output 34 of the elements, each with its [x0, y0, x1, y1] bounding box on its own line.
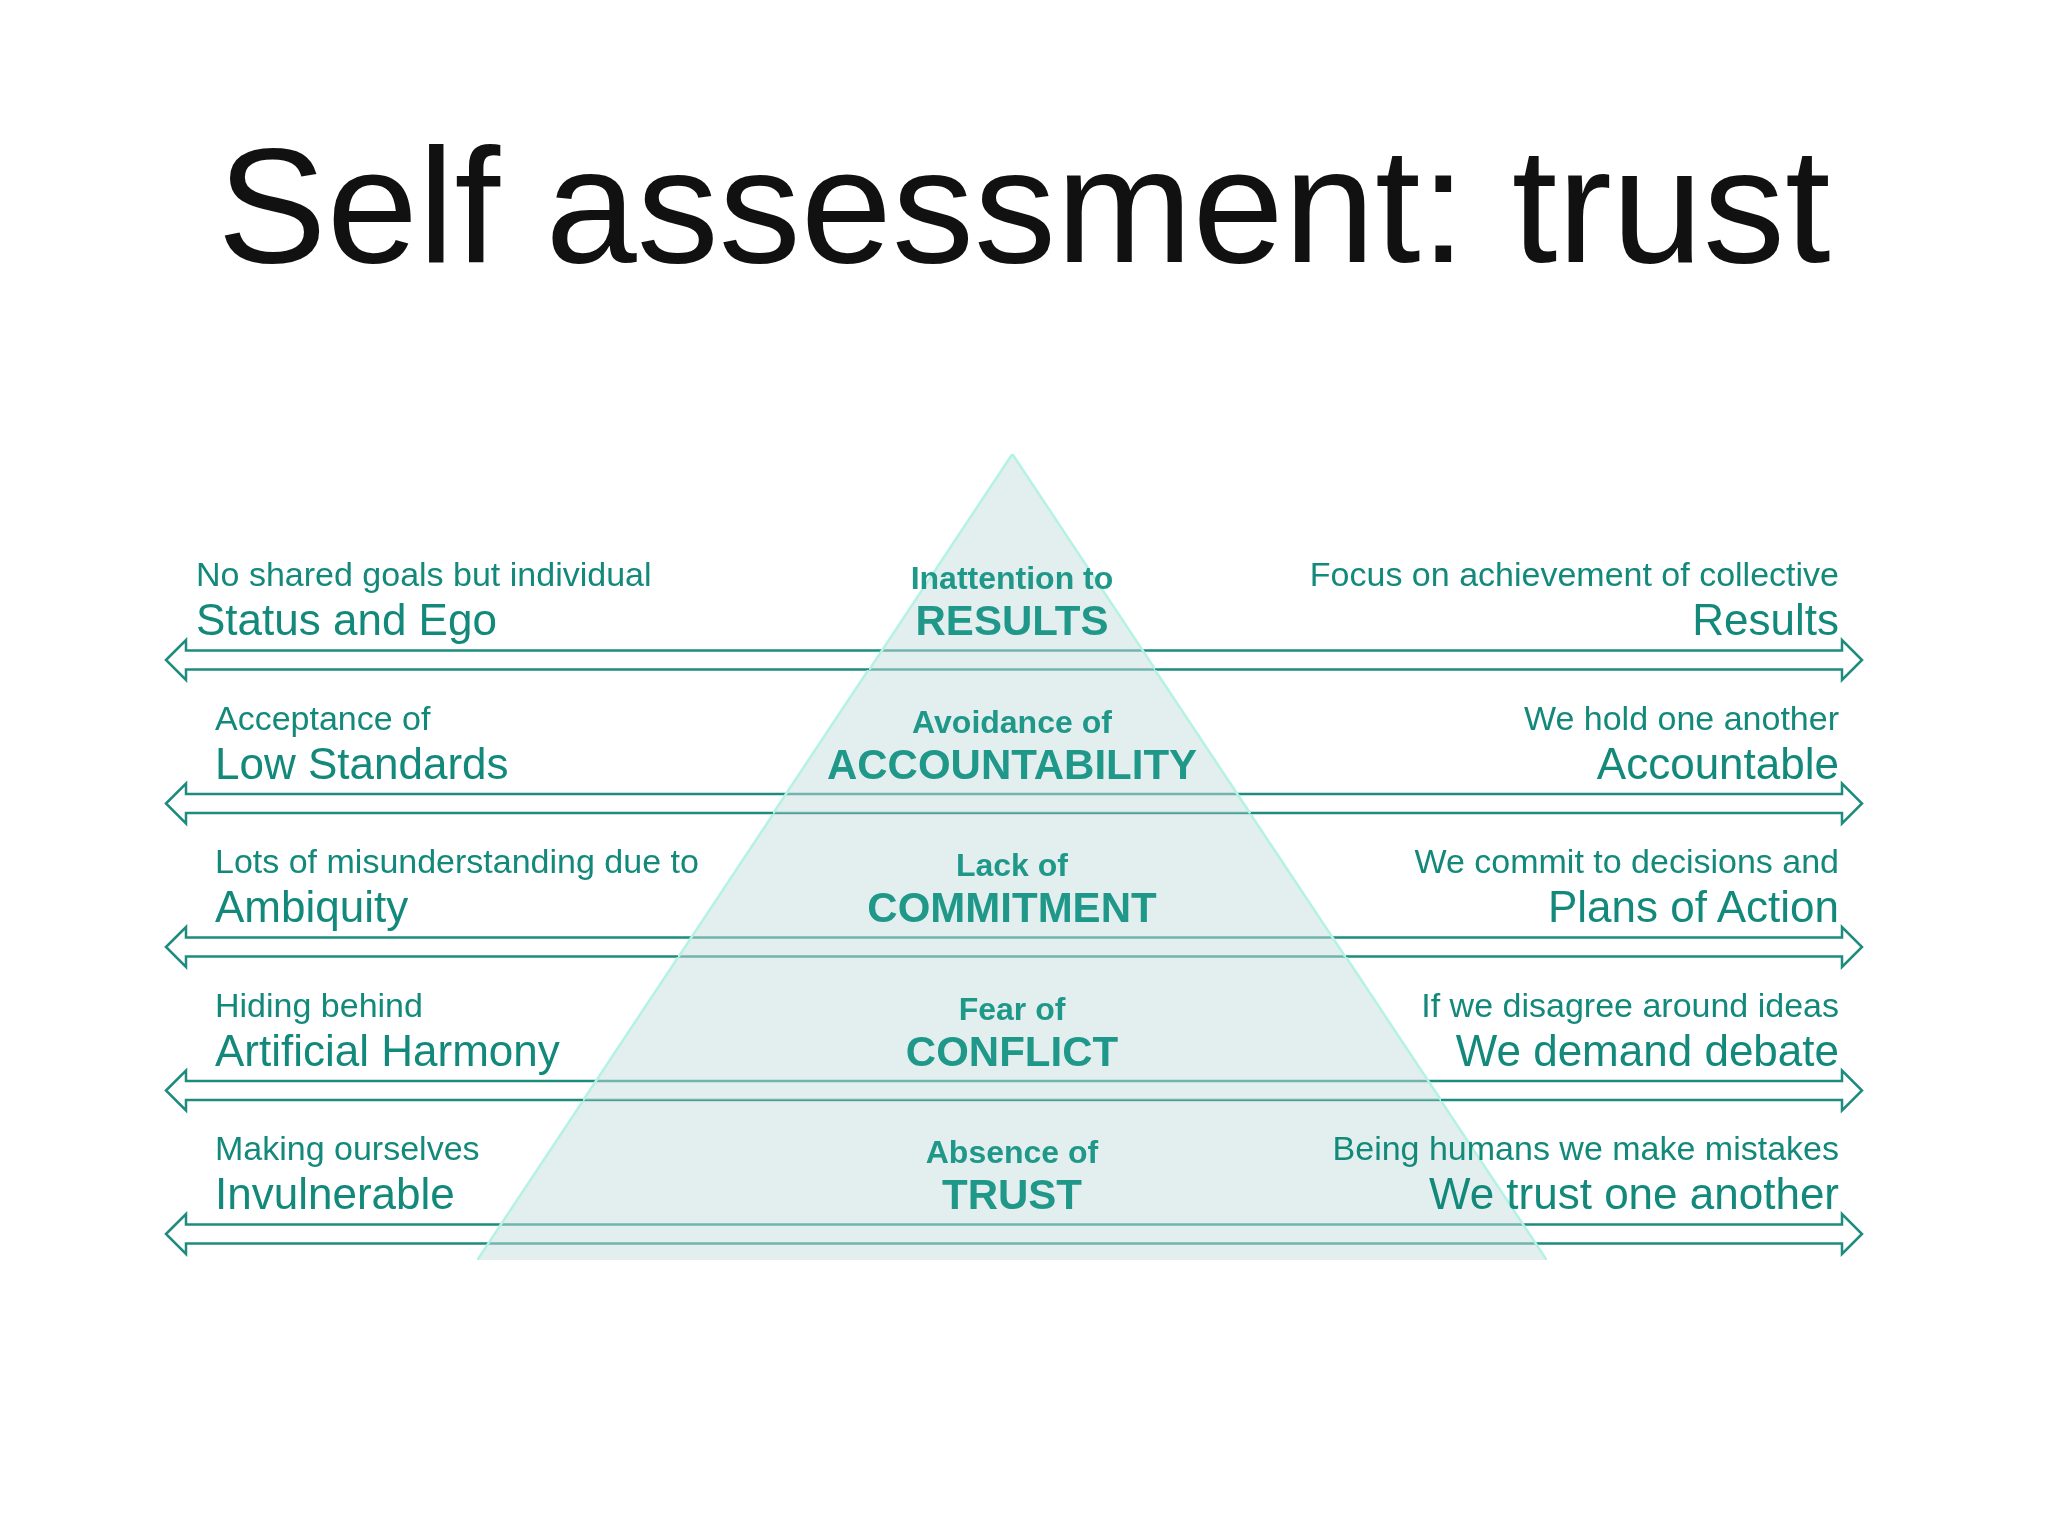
tier-caption: Inattention to — [910, 560, 1114, 597]
tier-caption: Fear of — [958, 990, 1066, 1028]
tier-caption: Avoidance of — [912, 703, 1112, 741]
tier-title: CONFLICT — [905, 1027, 1119, 1076]
tier-caption: Lack of — [955, 847, 1068, 884]
pole-term: Plans of Action — [1547, 881, 1839, 932]
pole-caption: Being humans we make mistakes — [1332, 1129, 1839, 1168]
pole-caption: We commit to decisions and — [1414, 842, 1839, 881]
pole-caption: We hold one another — [1523, 698, 1839, 738]
tier-title: ACCOUNTABILITY — [826, 740, 1198, 789]
pole-term: We trust one another — [1428, 1168, 1839, 1219]
pole-caption: No shared goals but individual — [196, 555, 652, 594]
pole-term: Results — [1692, 594, 1839, 645]
tier-caption: Absence of — [925, 1134, 1099, 1171]
pole-term: Low Standards — [215, 737, 509, 789]
tier-title: TRUST — [942, 1171, 1082, 1219]
pole-term: Ambiquity — [215, 881, 409, 932]
pole-caption: Focus on achievement of collective — [1309, 555, 1839, 594]
pyramid-tier — [582, 957, 1442, 1101]
tier-title: RESULTS — [915, 597, 1109, 645]
title: Self assessment: trust — [217, 113, 1831, 299]
pole-caption: Hiding behind — [215, 985, 423, 1025]
pole-caption: If we disagree around ideas — [1421, 985, 1839, 1025]
pole-term: Artificial Harmony — [215, 1024, 560, 1076]
pyramid-tier — [773, 670, 1251, 814]
pole-caption: Acceptance of — [215, 698, 431, 738]
pyramid-tier — [868, 454, 1156, 670]
pole-caption: Making ourselves — [215, 1129, 480, 1168]
pole-term: Status and Ego — [196, 594, 497, 645]
pole-term: Accountable — [1596, 737, 1839, 789]
pole-term: Invulnerable — [215, 1168, 455, 1219]
pole-caption: Lots of misunderstanding due to — [215, 842, 699, 881]
tier-title: COMMITMENT — [867, 884, 1157, 932]
pole-term: We demand debate — [1455, 1024, 1839, 1076]
